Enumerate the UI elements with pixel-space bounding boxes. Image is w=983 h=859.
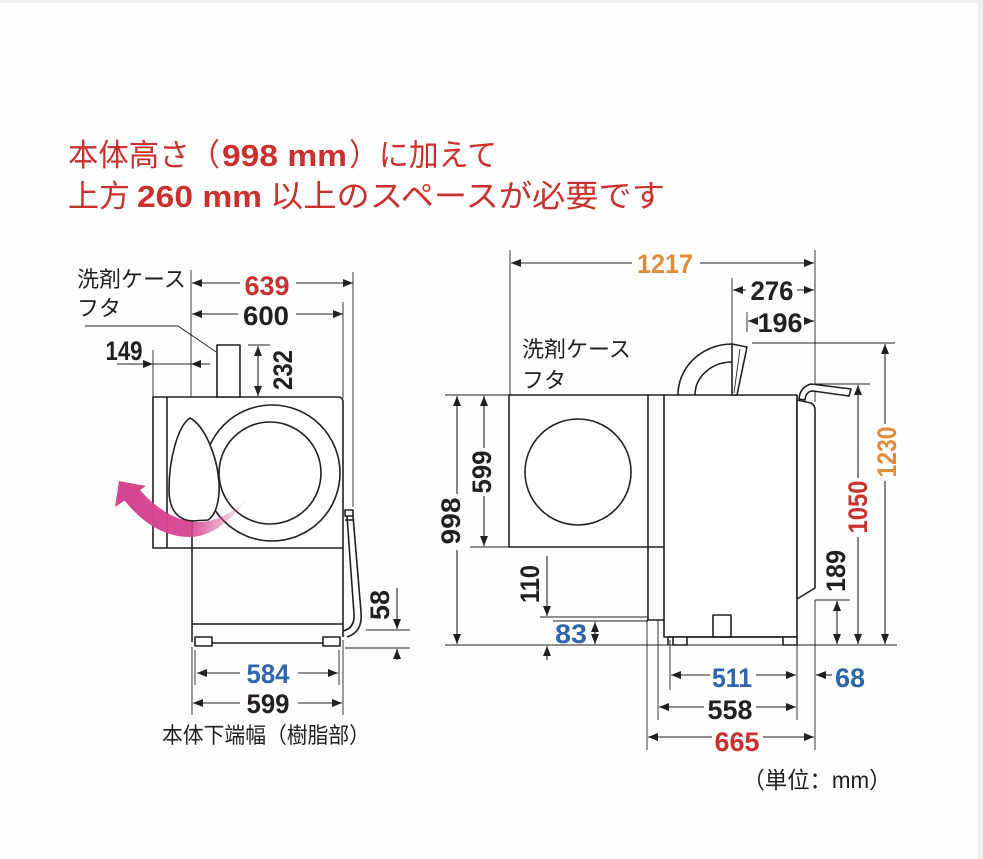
side-body bbox=[663, 394, 798, 638]
dim-lid-rear-offset-inner: 196 bbox=[758, 308, 803, 338]
dim-lid-rear-offset: 276 bbox=[751, 276, 794, 306]
rear-hose-cover bbox=[798, 383, 852, 401]
drain-hose-inner bbox=[342, 515, 355, 632]
dim-base-depth: 511 bbox=[712, 663, 752, 693]
front-callout-line1: 洗剤ケース bbox=[77, 267, 186, 292]
dim-base-outer-width: 599 bbox=[247, 689, 290, 719]
detergent-case-lid bbox=[216, 344, 241, 398]
header-line2-value: 260 mm bbox=[137, 179, 262, 214]
dim-base-outer-depth: 558 bbox=[708, 695, 753, 725]
right-edge bbox=[978, 0, 983, 859]
side-callout-line2: フタ bbox=[522, 368, 566, 393]
front-panel bbox=[508, 394, 649, 548]
header-line2-prefix: 上方 bbox=[68, 179, 130, 214]
callout-leader-line bbox=[85, 325, 226, 359]
front-door-circle bbox=[524, 418, 632, 526]
front-view-diagram: 洗剤ケース フタ bbox=[77, 267, 410, 748]
front-callout-line2: フタ bbox=[77, 296, 121, 321]
dim-strip-bottom-height: 110 bbox=[515, 565, 545, 603]
side-view-diagram: 洗剤ケース フタ bbox=[436, 249, 902, 757]
dim-hose-outlet-height: 58 bbox=[365, 590, 395, 620]
dim-rear-offset: 68 bbox=[835, 663, 865, 693]
side-foot-rear bbox=[782, 636, 798, 646]
dim-total-depth-lid-open: 1217 bbox=[637, 249, 693, 279]
base-width-label: 本体下端幅（樹脂部） bbox=[162, 723, 370, 748]
door-open-arrow-icon bbox=[115, 481, 248, 537]
dim-lid-height: 232 bbox=[268, 350, 298, 390]
lid-swing-outer-arc bbox=[677, 343, 733, 396]
header-line2-suffix: 以上のスペースが必要です bbox=[270, 179, 665, 214]
dim-rear-panel-bottom-height: 189 bbox=[821, 550, 851, 592]
drain-hose-outer bbox=[346, 515, 363, 638]
open-door-panel bbox=[168, 417, 220, 522]
header-note: 本体高さ（ 998 mm ）に加えて 上方 260 mm 以上のスペースが必要で… bbox=[68, 138, 665, 214]
door-inner-ring bbox=[218, 421, 322, 525]
unit-label: （単位：mm） bbox=[743, 767, 892, 793]
side-callout-line1: 洗剤ケース bbox=[522, 337, 631, 362]
lid-swing-inner-arc bbox=[694, 361, 733, 396]
drain-outlet bbox=[712, 614, 732, 638]
dim-base-height: 83 bbox=[555, 619, 587, 649]
front-strip bbox=[647, 394, 669, 645]
dim-body-height: 998 bbox=[436, 498, 466, 545]
dim-base-inner-width: 584 bbox=[247, 659, 290, 689]
header-line1-suffix: ）に加えて bbox=[349, 138, 497, 173]
dim-front-panel-height: 599 bbox=[467, 451, 497, 494]
detergent-lid-inner-line bbox=[733, 348, 741, 394]
dim-body-depth: 665 bbox=[715, 727, 760, 757]
top-edge bbox=[0, 0, 983, 3]
foot-right bbox=[322, 636, 341, 647]
header-line1-prefix: 本体高さ（ bbox=[68, 138, 220, 173]
foot-left bbox=[194, 636, 213, 647]
dim-height-lid-open: 1230 bbox=[872, 427, 902, 478]
dim-lid-offset: 149 bbox=[106, 336, 143, 366]
dim-overall-width: 639 bbox=[245, 271, 290, 301]
dim-body-width: 600 bbox=[243, 301, 289, 331]
hose-connector bbox=[344, 509, 354, 517]
rear-panel bbox=[796, 399, 816, 600]
side-foot-front bbox=[672, 636, 688, 646]
header-line1-value: 998 mm bbox=[222, 138, 347, 173]
dim-height-to-hose: 1050 bbox=[843, 481, 873, 534]
